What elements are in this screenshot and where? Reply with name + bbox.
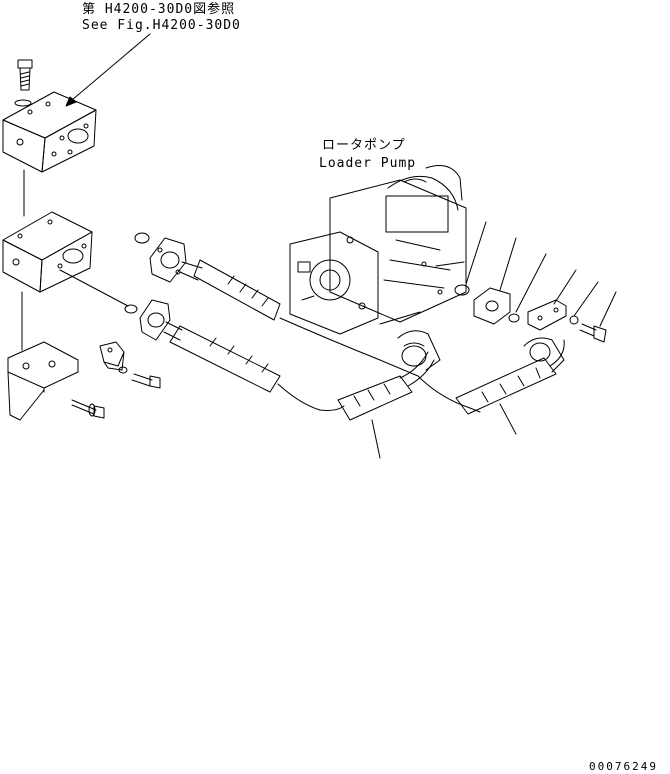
upper-hose-wire bbox=[280, 318, 480, 412]
leader-line-valve bbox=[60, 270, 128, 306]
pipe-end-center bbox=[380, 312, 440, 370]
washer-right bbox=[570, 316, 578, 324]
valve-block-lower bbox=[3, 212, 92, 292]
pump-label-en: Loader Pump bbox=[319, 156, 417, 171]
washer-left bbox=[119, 367, 127, 373]
washer-top bbox=[15, 100, 31, 106]
mounting-bracket bbox=[8, 342, 78, 420]
pump-label-jp: ロータポンプ bbox=[322, 138, 406, 153]
bolt-right bbox=[580, 324, 606, 342]
right-hose bbox=[456, 340, 564, 414]
lower-hose bbox=[164, 322, 280, 392]
o-ring-right-2 bbox=[509, 314, 519, 322]
valve-block-upper bbox=[3, 92, 96, 172]
reference-label-en: See Fig.H4200-30D0 bbox=[82, 18, 241, 33]
upper-flange bbox=[150, 238, 186, 282]
drawing-number: 00076249 bbox=[589, 760, 658, 773]
pipe-end-right bbox=[524, 338, 564, 372]
reference-label-jp: 第 H4200-30D0図参照 bbox=[82, 2, 236, 17]
o-ring-upper bbox=[135, 233, 149, 243]
leader-line-o-ring bbox=[466, 222, 486, 284]
loader-pump bbox=[290, 166, 466, 334]
flange-right bbox=[474, 288, 510, 324]
lower-flange bbox=[140, 300, 170, 340]
o-ring-small bbox=[125, 305, 137, 313]
leader-line-right-hose bbox=[500, 404, 516, 434]
leader-line-center-hose bbox=[372, 420, 380, 458]
upper-hose bbox=[180, 260, 280, 320]
bolt-bracket bbox=[72, 400, 104, 418]
leader-line-o-ring-2 bbox=[516, 254, 546, 312]
lower-hose-wire bbox=[278, 384, 344, 411]
leader-line-split-flange bbox=[554, 270, 576, 304]
center-hose bbox=[338, 352, 434, 420]
leader-line-bolt bbox=[600, 292, 616, 326]
split-flange-right bbox=[528, 300, 566, 330]
leader-line-washer bbox=[574, 282, 598, 316]
split-flange-left bbox=[100, 342, 124, 370]
o-ring-right bbox=[455, 285, 469, 295]
bolt-top bbox=[18, 60, 32, 90]
reference-leader-arrow bbox=[66, 34, 150, 106]
bolt-left bbox=[132, 374, 160, 388]
leader-line-flange bbox=[500, 238, 516, 290]
